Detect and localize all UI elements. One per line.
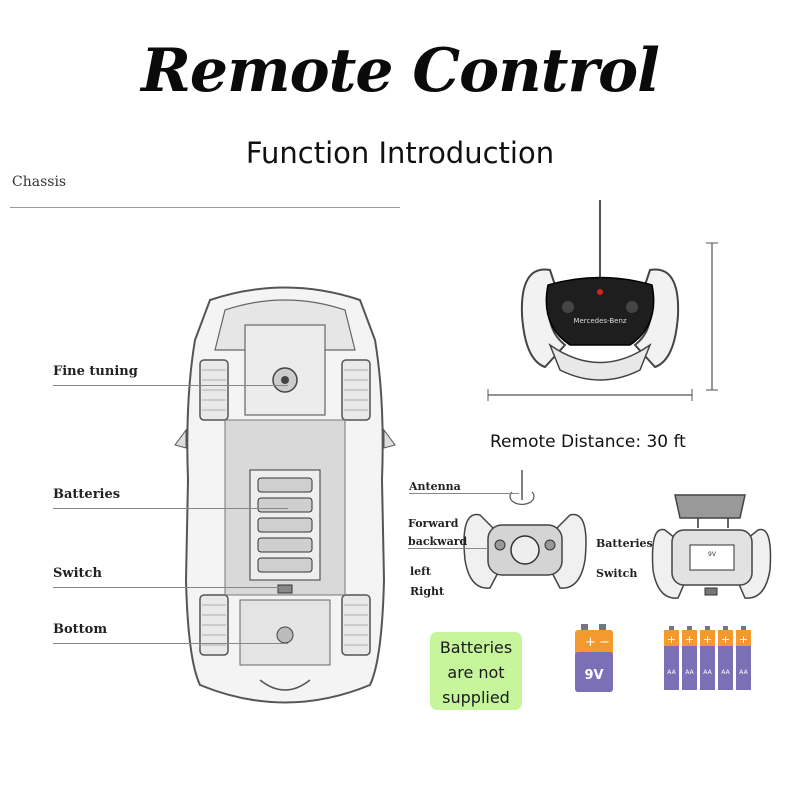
note-line: Batteries bbox=[439, 638, 513, 657]
remote-controls-diagram bbox=[463, 470, 587, 589]
leader-line bbox=[53, 587, 288, 588]
remote-battery-diagram: 9V bbox=[651, 494, 772, 599]
svg-text:−: − bbox=[599, 635, 610, 650]
remote-distance-label: Remote Distance: 30 ft bbox=[490, 432, 686, 452]
svg-text:+: + bbox=[585, 635, 596, 650]
leader-line bbox=[409, 493, 519, 494]
remote-controller-image: Mercedes-Benz bbox=[487, 200, 718, 401]
aa-battery: + AA bbox=[682, 626, 697, 690]
leader-line bbox=[53, 643, 288, 644]
note-line: supplied bbox=[442, 688, 510, 707]
svg-text:+: + bbox=[703, 633, 712, 646]
callout-batteries: Batteries bbox=[53, 487, 121, 502]
aa-label: AA bbox=[721, 669, 730, 676]
svg-text:+: + bbox=[685, 633, 694, 646]
callout-bottom: Bottom bbox=[53, 622, 108, 637]
leader-line bbox=[408, 548, 488, 549]
label-left: left bbox=[410, 565, 431, 578]
label-antenna: Antenna bbox=[409, 480, 461, 493]
aa-battery: + AA bbox=[718, 626, 733, 690]
aa-label: AA bbox=[685, 669, 694, 676]
remote-brand-text: Mercedes-Benz bbox=[573, 317, 626, 325]
page-subtitle: Function Introduction bbox=[245, 136, 555, 170]
page-title: Remote Control bbox=[141, 36, 660, 106]
leader-line bbox=[53, 508, 288, 509]
aa-battery: + AA bbox=[664, 626, 679, 690]
nine-volt-battery-icon: + − 9V bbox=[575, 624, 613, 692]
callout-fine-tuning: Fine tuning bbox=[53, 364, 138, 379]
aa-battery: + AA bbox=[700, 626, 715, 690]
section-divider bbox=[10, 207, 400, 208]
note-line: are not bbox=[447, 663, 505, 682]
svg-text:+: + bbox=[667, 633, 676, 646]
nine-volt-label: 9V bbox=[584, 668, 603, 683]
label-right: Right bbox=[410, 585, 445, 598]
label-forward: Forward bbox=[408, 517, 459, 530]
label-backward: backward bbox=[408, 535, 468, 548]
batteries-not-supplied-note: Batteries are not supplied bbox=[430, 632, 522, 710]
svg-text:+: + bbox=[739, 633, 748, 646]
car-chassis-diagram bbox=[174, 286, 396, 704]
label-batteries: Batteries bbox=[596, 537, 653, 550]
callout-switch: Switch bbox=[53, 566, 102, 581]
aa-batteries-icon: + AA + AA + AA + AA + AA bbox=[664, 626, 751, 690]
aa-label: AA bbox=[667, 669, 676, 676]
aa-battery: + AA bbox=[736, 626, 751, 690]
label-switch: Switch bbox=[596, 567, 638, 580]
chassis-section-label: Chassis bbox=[12, 174, 67, 190]
leader-line bbox=[53, 385, 288, 386]
svg-text:+: + bbox=[721, 633, 730, 646]
battery-cell-label: 9V bbox=[708, 551, 717, 558]
aa-label: AA bbox=[703, 669, 712, 676]
aa-label: AA bbox=[739, 669, 748, 676]
